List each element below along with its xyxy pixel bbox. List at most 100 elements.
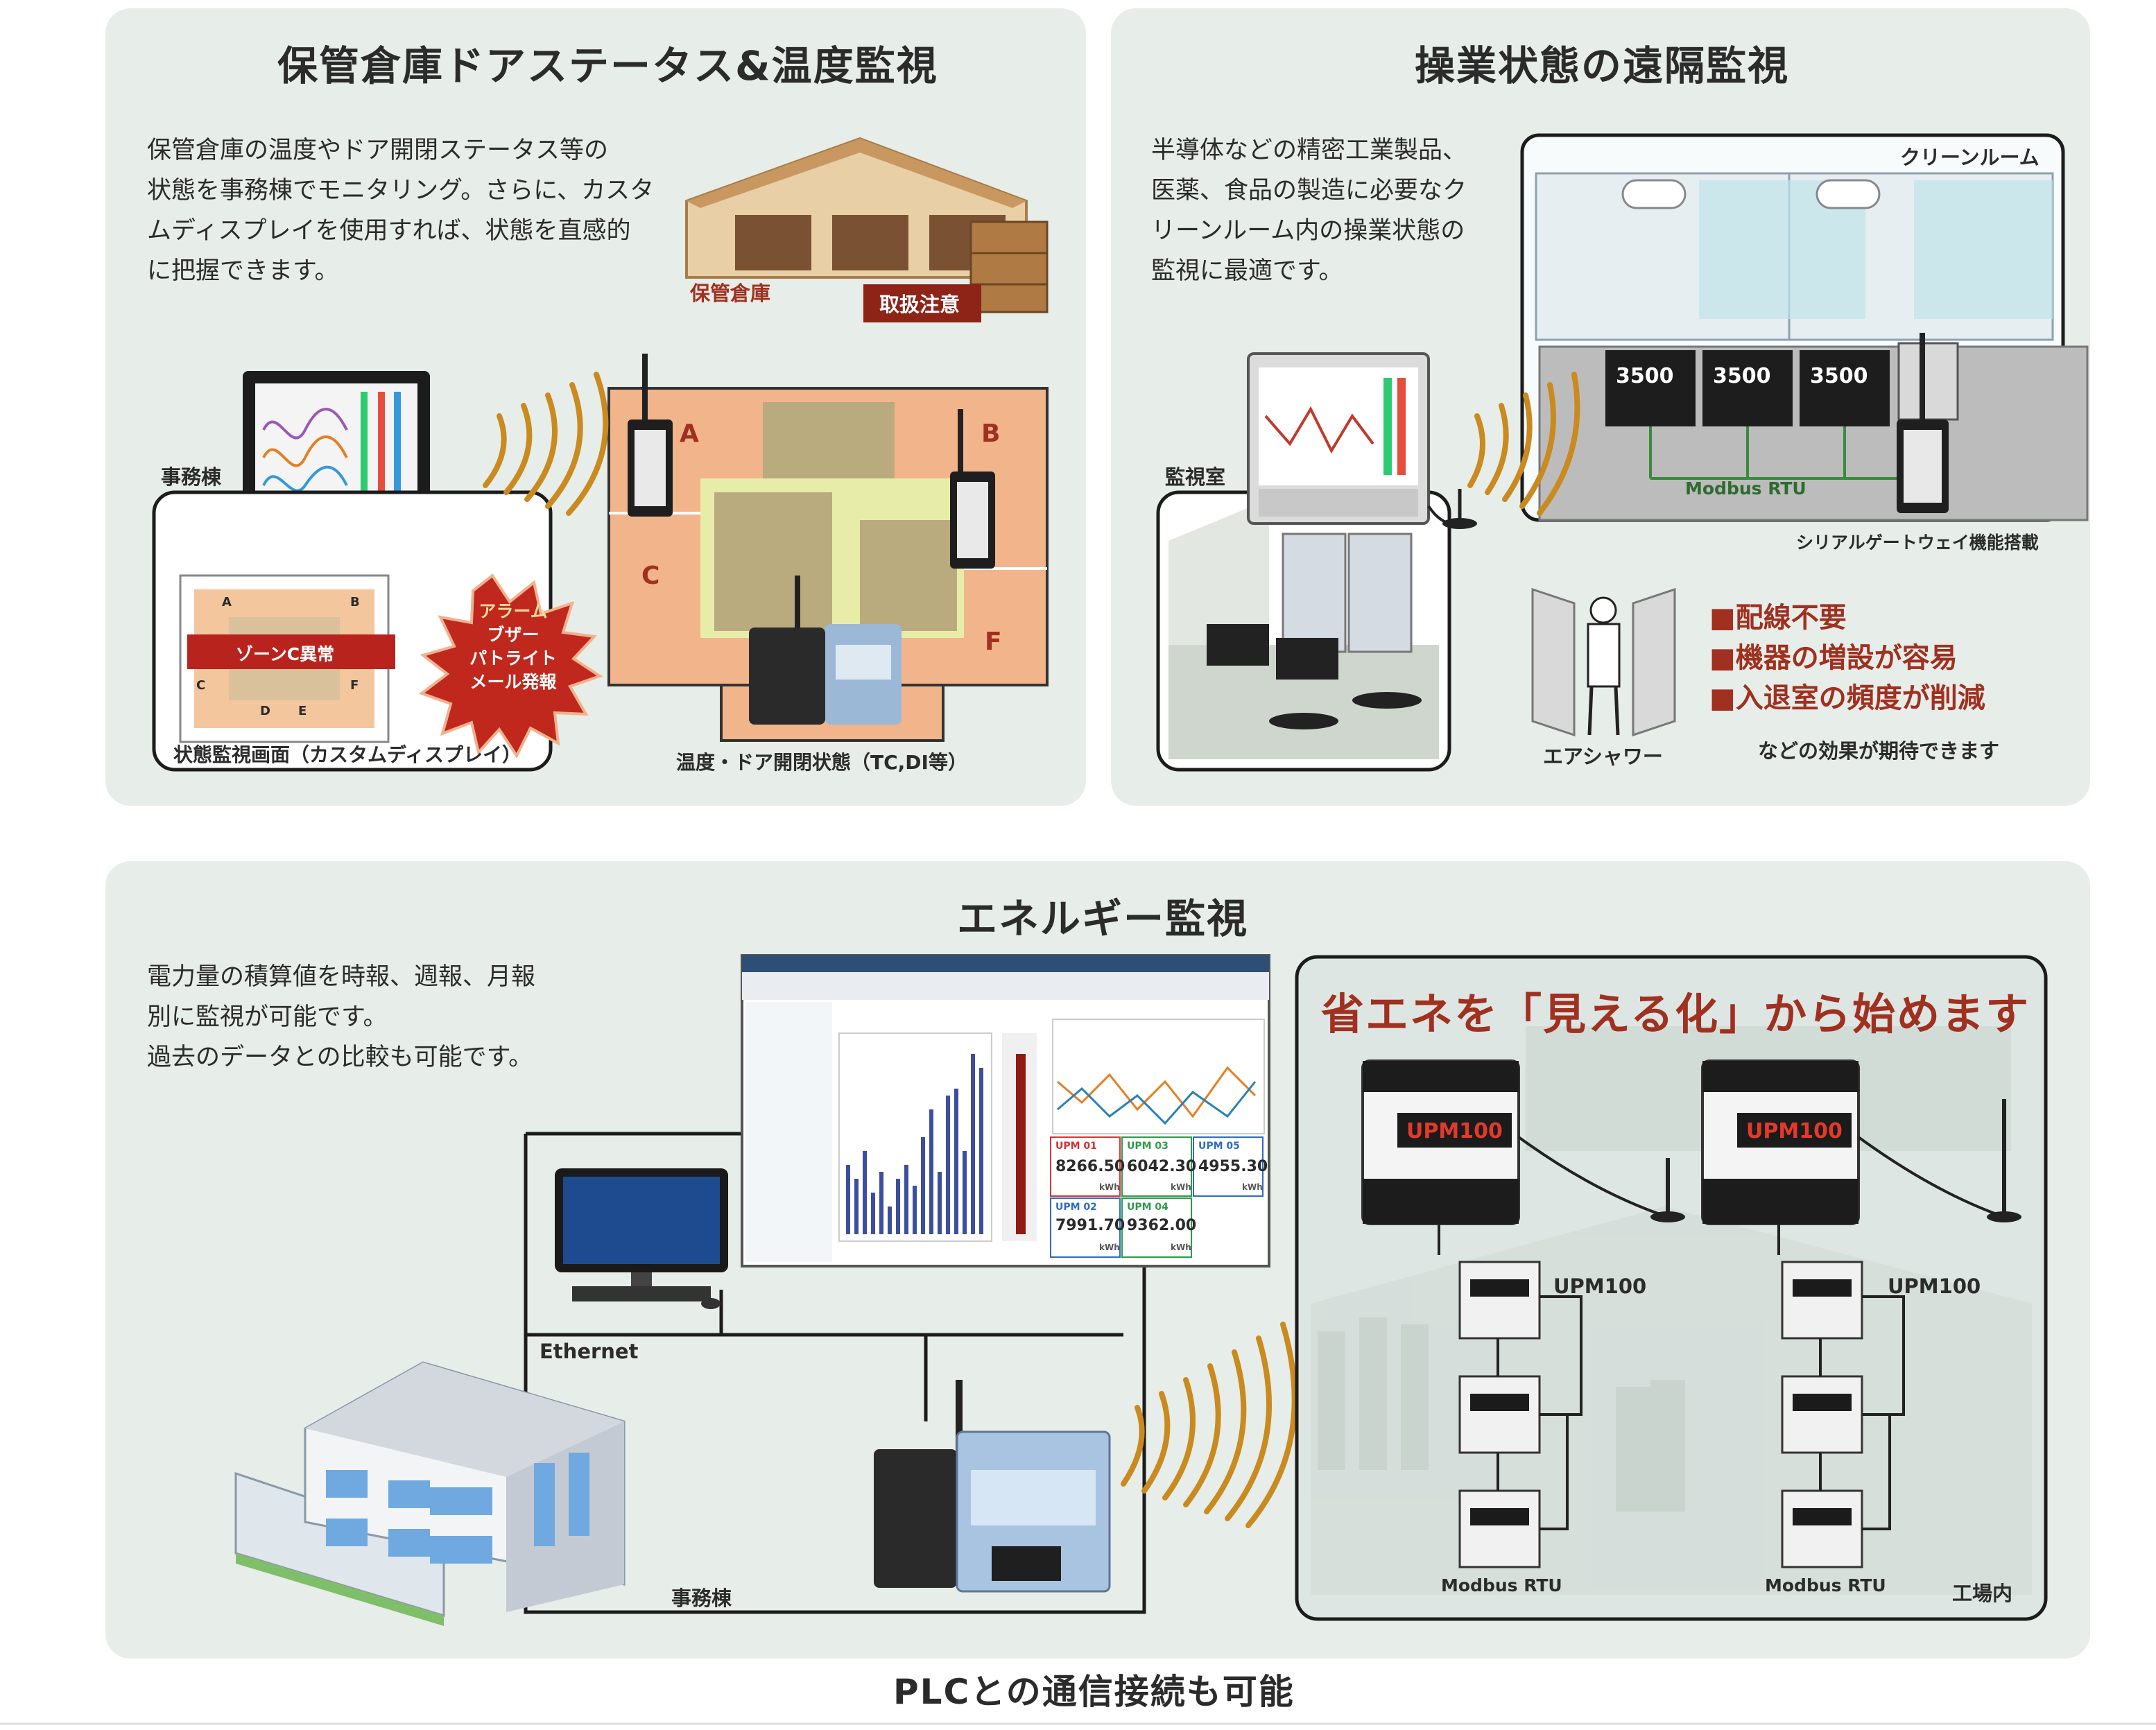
desc-line: 保管倉庫の温度やドア開閉ステータス等の	[147, 137, 609, 164]
readout-unit: kWh	[1171, 1182, 1191, 1192]
zone-c-label: C	[641, 562, 660, 590]
custom-display-caption: 状態監視画面（カスタムディスプレイ）	[173, 743, 522, 766]
air-shower-illustration	[1531, 587, 1676, 737]
alarm-line: ブザー	[487, 625, 540, 645]
desc-line: 医薬、食品の製造に必要なク	[1151, 177, 1467, 205]
caution-label: 取扱注意	[879, 293, 960, 316]
operation-title: 操業状態の遠隔監視	[1415, 42, 1790, 89]
alarm-line: パトライト	[469, 648, 557, 668]
monitoring-software-window	[741, 954, 1270, 1268]
desc-line: 状態を事務棟でモニタリング。さらに、カスタ	[147, 177, 655, 205]
wireless-module-b	[950, 409, 995, 569]
small-meter-stack-left	[1458, 1261, 1541, 1568]
temp-caption: 温度・ドア開閉状態（TC,DI等）	[676, 751, 967, 774]
monitor-recorder	[1247, 352, 1430, 525]
controller-value: 3500	[1713, 364, 1771, 388]
footer-note: PLCとの通信接続も可能	[893, 1672, 1295, 1712]
alarm-line: メール発報	[469, 672, 557, 692]
desc-line: 監視に最適です。	[1151, 257, 1343, 285]
desc-line: 半導体などの精密工業製品、	[1151, 137, 1467, 164]
wireless-module-a	[628, 354, 673, 517]
readout-unit: kWh	[1171, 1243, 1191, 1252]
desc-line: ムディスプレイを使用すれば、状態を直感的	[147, 217, 631, 245]
alarm-starburst	[418, 573, 603, 759]
warehouse-label: 保管倉庫	[690, 282, 771, 305]
readout-value: 4955.30	[1198, 1158, 1268, 1175]
meter-display-left: UPM100	[1406, 1119, 1503, 1143]
controller-value: 3500	[1810, 364, 1868, 388]
controller-panel	[1605, 350, 1890, 426]
upm100-meter-right	[1701, 1059, 1860, 1225]
desc-line: 電力量の積算値を時報、週報、月報	[147, 963, 536, 991]
benefit-item: ■入退室の頻度が削減	[1709, 682, 1985, 714]
office-label: 事務棟	[161, 465, 222, 489]
data-logger-device	[749, 576, 902, 725]
benefits-list: ■配線不要 ■機器の増設が容易 ■入退室の頻度が削減	[1709, 598, 1985, 718]
controller-value: 3500	[1616, 364, 1674, 388]
energy-headline: 省エネを「見える化」から始めます	[1321, 989, 2030, 1039]
benefit-item: ■機器の増設が容易	[1709, 642, 1958, 674]
readout-tiles	[1050, 1136, 1264, 1258]
zone-a-label: A	[680, 419, 699, 448]
desc-line: 過去のデータとの比較も可能です。	[147, 1044, 533, 1071]
warehouse-building-illustration	[685, 137, 1049, 313]
readout-label: UPM 03	[1127, 1141, 1168, 1152]
readout-value: 9362.00	[1127, 1217, 1197, 1234]
energy-description: 電力量の積算値を時報、週報、月報 別に監視が可能です。 過去のデータとの比較も可…	[147, 957, 535, 1078]
readout-value: 6042.30	[1127, 1158, 1197, 1175]
wireless-signal-icon	[483, 372, 609, 516]
operation-description: 半導体などの精密工業製品、 医薬、食品の製造に必要なク リーンルーム内の操業状態…	[1151, 130, 1467, 291]
desc-line: リーンルーム内の操業状態の	[1151, 217, 1465, 245]
wireless-signal-icon	[1467, 372, 1580, 516]
readout-label: UPM 01	[1055, 1141, 1097, 1152]
bar-graph-in-software	[846, 1054, 983, 1234]
mini-zone-d: D	[260, 704, 270, 718]
benefit-item: ■配線不要	[1709, 602, 1847, 634]
warehouse-description: 保管倉庫の温度やドア開閉ステータス等の 状態を事務棟でモニタリング。さらに、カス…	[147, 130, 654, 291]
zone-alert-bar	[187, 634, 395, 669]
modbus-label-right: Modbus RTU	[1765, 1575, 1886, 1595]
desc-line: に把握できます。	[147, 257, 339, 285]
serial-gateway-device	[1897, 333, 1949, 513]
readout-value: 8266.50	[1055, 1158, 1126, 1175]
desktop-pc-icon	[555, 1168, 728, 1309]
mini-zone-f: F	[350, 678, 359, 693]
readout-label: UPM 02	[1055, 1202, 1097, 1213]
mini-zone-c: C	[196, 678, 206, 693]
modbus-label-left: Modbus RTU	[1441, 1575, 1562, 1595]
caution-badge	[863, 284, 981, 322]
meter-display-right: UPM100	[1746, 1119, 1843, 1143]
warehouse-title: 保管倉庫ドアステータス&温度監視	[277, 42, 938, 89]
monitor-room-scene	[1168, 499, 1439, 759]
air-shower-label: エアシャワー	[1543, 745, 1663, 768]
readout-unit: kWh	[1242, 1182, 1263, 1192]
mini-zone-b: B	[350, 595, 360, 609]
energy-title: エネルギー監視	[957, 895, 1249, 942]
modbus-label-cleanroom: Modbus RTU	[1685, 478, 1806, 499]
readout-label: UPM 05	[1198, 1141, 1240, 1152]
upm100-meter-left	[1361, 1059, 1520, 1225]
energy-office-label: 事務棟	[671, 1586, 732, 1610]
readout-label: UPM 04	[1127, 1202, 1168, 1213]
gateway-logger-device	[874, 1380, 1111, 1593]
readout-unit: kWh	[1099, 1182, 1120, 1192]
alarm-text: アラーム ブザー パトライト メール発報	[454, 600, 572, 694]
zone-alert-text: ゾーンC異常	[236, 644, 335, 664]
upm100-label-right: UPM100	[1888, 1274, 1981, 1298]
mini-zone-a: A	[222, 595, 232, 609]
mini-zone-e: E	[298, 704, 307, 718]
readout-value: 7991.70	[1055, 1217, 1126, 1234]
cleanroom-machinery	[1535, 172, 2089, 521]
office-building-illustration	[234, 1361, 626, 1626]
zone-f-label: F	[985, 628, 1002, 656]
monitor-room-label: 監視室	[1165, 465, 1226, 489]
wireless-signal-icon	[1121, 1322, 1297, 1528]
readout-unit: kWh	[1099, 1243, 1120, 1252]
ethernet-label: Ethernet	[540, 1340, 639, 1363]
cleanroom-label: クリーンルーム	[1900, 146, 2039, 169]
alarm-line: アラーム	[478, 601, 548, 621]
gateway-label: シリアルゲートウェイ機能搭載	[1796, 533, 2039, 553]
small-meter-stack-right	[1781, 1261, 1863, 1568]
zone-b-label: B	[981, 419, 1001, 448]
